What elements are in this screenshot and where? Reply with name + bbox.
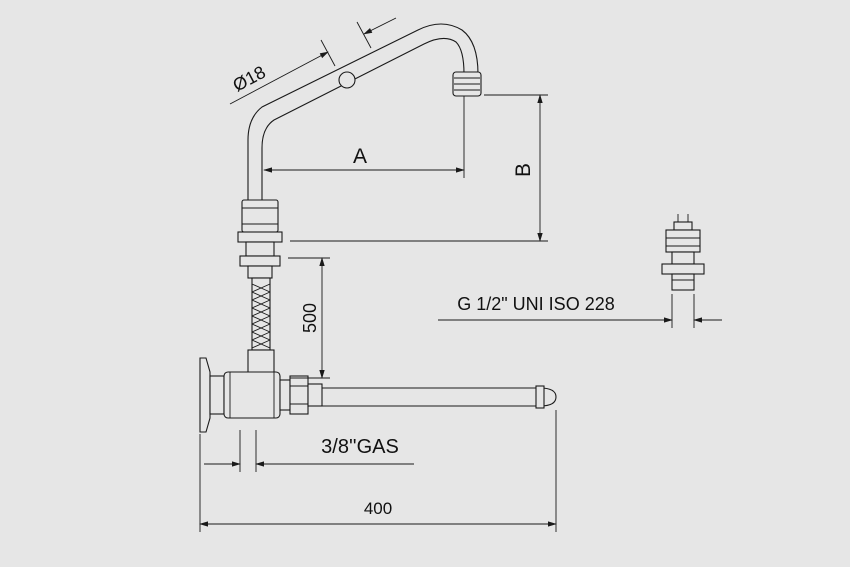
faucet-spout	[247, 23, 482, 205]
dimension-hose	[288, 257, 330, 379]
reach-label: A	[353, 145, 367, 168]
hose-length-label: 500	[300, 303, 320, 333]
dimension-reach	[263, 96, 465, 178]
height-label: B	[512, 163, 535, 177]
dimension-inlet	[204, 430, 414, 472]
thread-detail-fitting	[661, 214, 705, 291]
thread-spec-label: G 1/2" UNI ISO 228	[457, 294, 614, 314]
dimension-diameter	[229, 17, 397, 105]
wall-valve	[199, 357, 557, 433]
faucet-body	[237, 199, 283, 279]
dimension-total	[199, 410, 557, 532]
diameter-label: Ø18	[229, 62, 268, 96]
total-length-label: 400	[364, 499, 392, 518]
braided-hose	[247, 277, 275, 375]
dimension-height	[290, 94, 548, 242]
dimension-thread	[438, 294, 722, 328]
inlet-thread-label: 3/8''GAS	[321, 436, 399, 458]
